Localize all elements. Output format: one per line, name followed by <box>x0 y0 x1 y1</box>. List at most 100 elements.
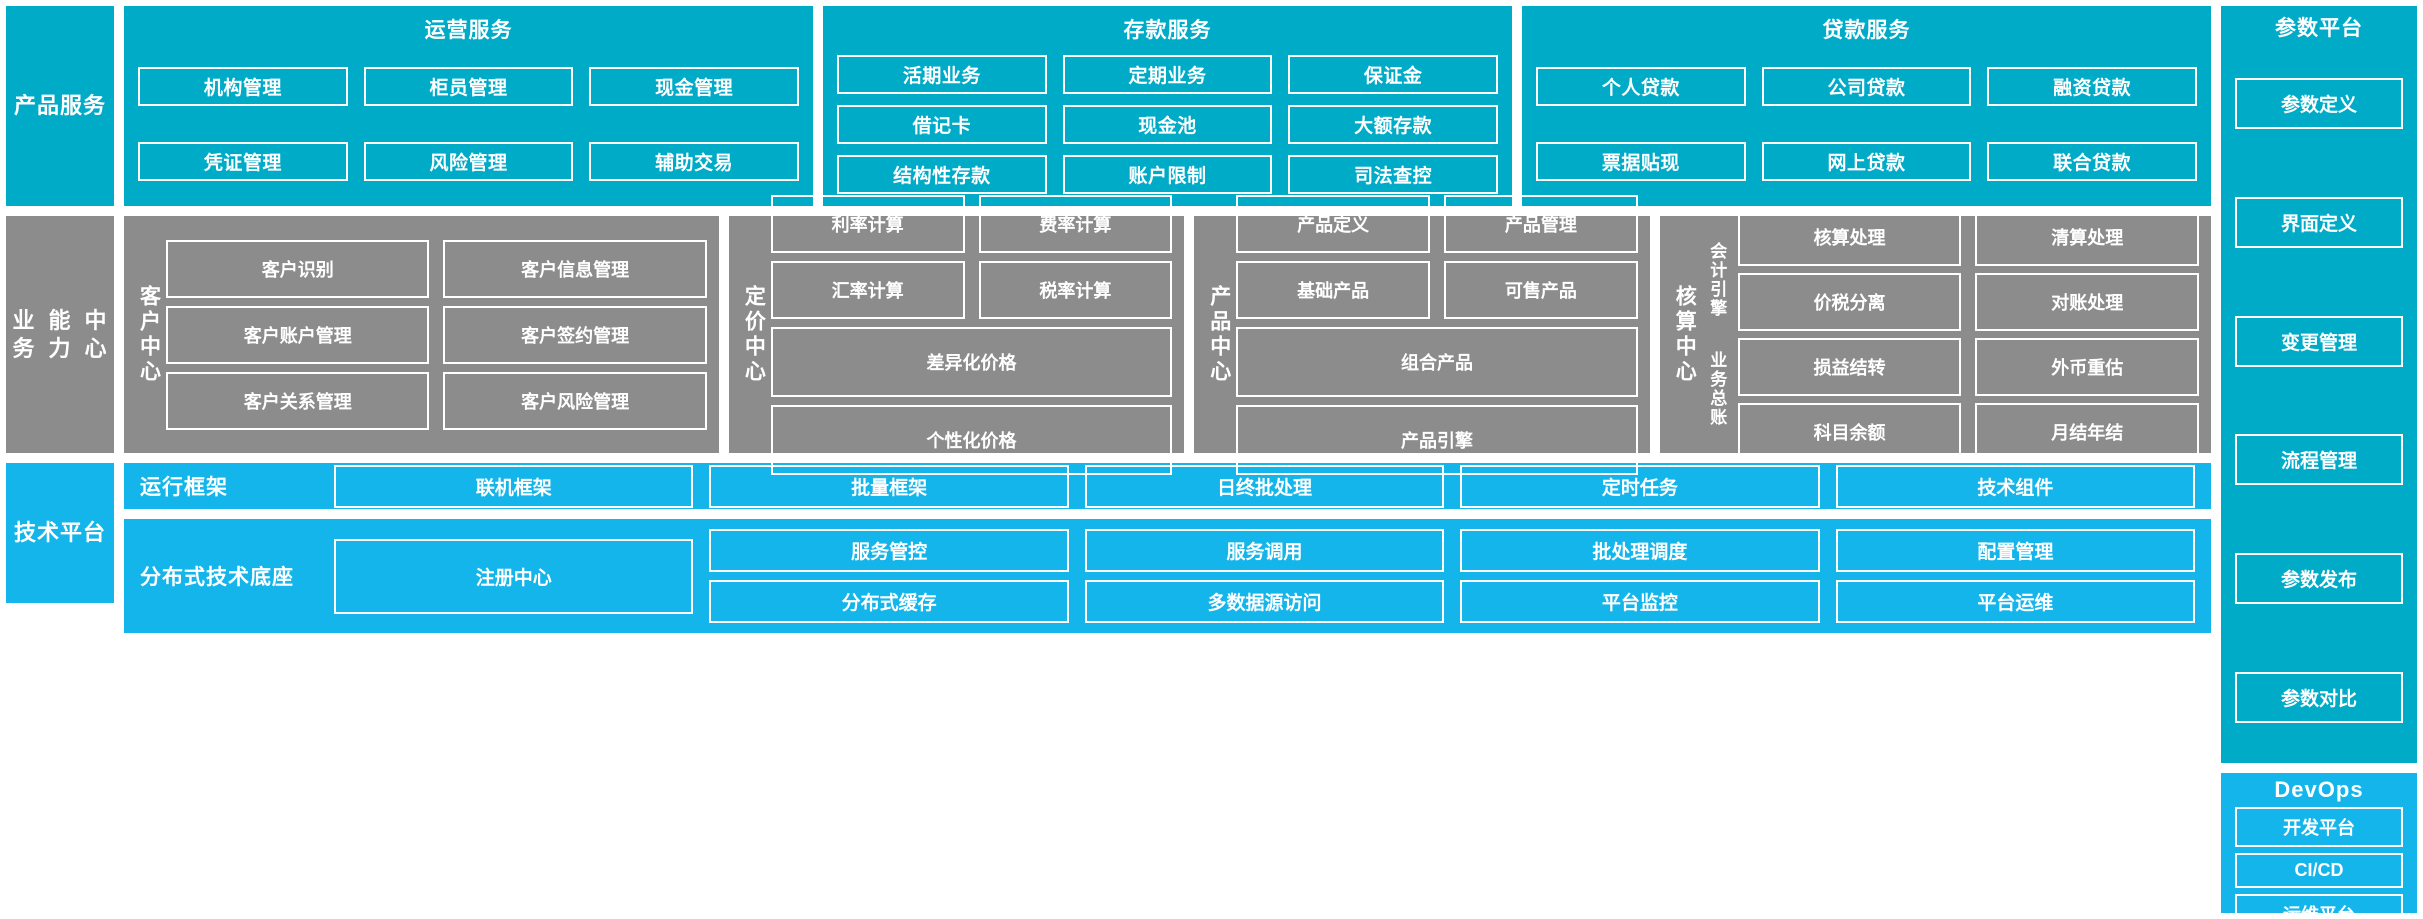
tile-month-year-end-closing[interactable]: 月结年结 <box>1975 403 2200 461</box>
tile-cash-pool[interactable]: 现金池 <box>1062 104 1273 144</box>
group-title-loan-service: 贷款服务 <box>1822 19 1911 42</box>
tile-org-management[interactable]: 机构管理 <box>138 67 348 106</box>
tile-price-tax-separation[interactable]: 价税分离 <box>1737 273 1962 331</box>
parameter-platform-items: 参数定义 界面定义 变更管理 流程管理 参数发布 参数对比 <box>2235 48 2403 753</box>
tile-structured-deposit[interactable]: 结构性存款 <box>837 154 1047 194</box>
band-label-tech-platform: 技术 平台 <box>6 463 114 603</box>
tile-interface-definition[interactable]: 界面定义 <box>2235 196 2403 248</box>
tile-service-governance[interactable]: 服务管控 <box>709 529 1069 572</box>
tile-row: 产品定义 产品管理 <box>1236 194 1638 253</box>
tile-account-balance[interactable]: 科目余额 <box>1737 403 1962 461</box>
tile-batch-scheduling[interactable]: 批处理调度 <box>1460 529 1820 572</box>
tile-customer-info-management[interactable]: 客户信息管理 <box>443 239 707 298</box>
tile-personal-loan[interactable]: 个人贷款 <box>1536 67 1746 106</box>
tile-customer-relationship-management[interactable]: 客户关系管理 <box>166 371 430 430</box>
sub-label-accounting-engine: 会计引擎 <box>1707 242 1727 319</box>
accounting-sub-labels: 会计引擎 业务总账 <box>1702 226 1732 443</box>
tile-settlement-processing[interactable]: 清算处理 <box>1975 208 2200 266</box>
tile-interest-rate-calc[interactable]: 利率计算 <box>770 194 965 253</box>
band-product-service: 产品 服务 运营服务 机构管理 柜员管理 现金管理 凭证管理 风 <box>6 6 2211 206</box>
tile-differentiated-price[interactable]: 差异化价格 <box>770 326 1173 397</box>
tile-financing-loan[interactable]: 融资贷款 <box>1987 67 2198 106</box>
tile-tech-component[interactable]: 技术组件 <box>1835 464 2196 508</box>
tile-sellable-product[interactable]: 可售产品 <box>1444 260 1638 319</box>
band-label-line-2: 平台 <box>60 520 107 546</box>
tile-product-definition[interactable]: 产品定义 <box>1236 194 1431 253</box>
tech-cells: 注册中心 服务管控 分布式缓存 服务调用 多数据源访问 批处 <box>334 529 2196 623</box>
panel-title-devops: DevOps <box>2274 777 2364 802</box>
tile-customer-account-management[interactable]: 客户账户管理 <box>166 305 430 364</box>
band-label-business-capability: 业务 能力 中心 <box>6 216 114 453</box>
center-body-product: 产品定义 产品管理 基础产品 可售产品 组合产品 产品引擎 <box>1236 194 1638 475</box>
tile-operations-platform[interactable]: 运维平台 <box>2235 894 2403 919</box>
tile-row: 客户关系管理 客户风险管理 <box>166 371 707 430</box>
tile-account-restriction[interactable]: 账户限制 <box>1062 154 1273 194</box>
tile-batch-framework[interactable]: 批量框架 <box>709 464 1069 508</box>
tile-process-management[interactable]: 流程管理 <box>2235 434 2403 486</box>
tile-configuration-management[interactable]: 配置管理 <box>1835 529 2196 572</box>
tile-online-loan[interactable]: 网上贷款 <box>1761 142 1972 181</box>
tech-col: 批量框架 <box>709 464 1069 508</box>
tile-change-management[interactable]: 变更管理 <box>2235 315 2403 367</box>
tile-tax-rate-calc[interactable]: 税率计算 <box>978 260 1173 319</box>
tile-online-framework[interactable]: 联机框架 <box>334 464 694 508</box>
tile-row: 价税分离 对账处理 <box>1737 273 2200 331</box>
center-body-customer: 客户识别 客户信息管理 客户账户管理 客户签约管理 客户关系管理 客户风险管理 <box>166 226 707 443</box>
tile-ci-cd[interactable]: CI/CD <box>2235 853 2403 888</box>
tech-platform-rows: 运行框架 联机框架 批量框架 日终批处理 <box>124 463 2211 633</box>
tile-product-engine[interactable]: 产品引擎 <box>1236 404 1638 475</box>
tile-registry-center[interactable]: 注册中心 <box>334 538 694 614</box>
group-title-operation-service: 运营服务 <box>424 19 513 42</box>
tile-customer-risk-management[interactable]: 客户风险管理 <box>443 371 707 430</box>
tile-multi-datasource-access[interactable]: 多数据源访问 <box>1084 580 1445 623</box>
tile-row: 利率计算 费率计算 <box>770 194 1173 253</box>
tile-platform-operations[interactable]: 平台运维 <box>1835 580 2196 623</box>
tile-row: 基础产品 可售产品 <box>1236 260 1638 319</box>
tile-scheduled-task[interactable]: 定时任务 <box>1460 464 1820 508</box>
tile-row: 票据贴现 网上贷款 联合贷款 <box>1536 142 2198 181</box>
tile-parameter-definition[interactable]: 参数定义 <box>2235 77 2403 129</box>
tile-composite-product[interactable]: 组合产品 <box>1236 326 1638 397</box>
tile-row: 借记卡 现金池 大额存款 <box>837 104 1499 144</box>
tile-joint-loan[interactable]: 联合贷款 <box>1987 142 2198 181</box>
tile-auxiliary-transaction[interactable]: 辅助交易 <box>589 142 800 181</box>
tile-debit-card[interactable]: 借记卡 <box>837 104 1047 144</box>
tile-distributed-cache[interactable]: 分布式缓存 <box>709 580 1069 623</box>
tile-judicial-control[interactable]: 司法查控 <box>1288 154 1499 194</box>
tile-accounting-processing[interactable]: 核算处理 <box>1737 208 1962 266</box>
tile-bill-discount[interactable]: 票据贴现 <box>1536 142 1746 181</box>
tile-margin-deposit[interactable]: 保证金 <box>1288 54 1499 94</box>
band-tech-platform: 技术 平台 运行框架 联机框架 批量框架 <box>6 463 2211 633</box>
tile-development-platform[interactable]: 开发平台 <box>2235 807 2403 847</box>
tile-customer-identification[interactable]: 客户识别 <box>166 239 430 298</box>
tile-customer-contract-management[interactable]: 客户签约管理 <box>443 305 707 364</box>
tile-time-business[interactable]: 定期业务 <box>1062 54 1273 94</box>
tile-reconciliation-processing[interactable]: 对账处理 <box>1975 273 2200 331</box>
center-product: 产品中心 产品定义 产品管理 基础产品 可售产品 组合产品 <box>1194 194 1650 475</box>
tile-product-management[interactable]: 产品管理 <box>1444 194 1638 253</box>
tech-col: 批处理调度 平台监控 <box>1460 529 1820 623</box>
tile-large-deposit[interactable]: 大额存款 <box>1288 104 1499 144</box>
tech-col: 定时任务 <box>1460 464 1820 508</box>
tile-teller-management[interactable]: 柜员管理 <box>363 67 574 106</box>
tile-basic-product[interactable]: 基础产品 <box>1236 260 1431 319</box>
tile-personalized-price[interactable]: 个性化价格 <box>770 404 1173 475</box>
tile-cash-management[interactable]: 现金管理 <box>589 67 800 106</box>
center-body-pricing: 利率计算 费率计算 汇率计算 税率计算 差异化价格 个性化价格 <box>770 194 1173 475</box>
tile-service-invocation[interactable]: 服务调用 <box>1084 529 1445 572</box>
tile-fee-rate-calc[interactable]: 费率计算 <box>978 194 1173 253</box>
tile-corporate-loan[interactable]: 公司贷款 <box>1761 67 1972 106</box>
tile-parameter-compare[interactable]: 参数对比 <box>2235 672 2403 724</box>
tile-platform-monitoring[interactable]: 平台监控 <box>1460 580 1820 623</box>
center-body-accounting: 会计引擎 业务总账 核算处理 清算处理 价税分离 对账处理 <box>1702 208 2200 461</box>
tile-risk-management[interactable]: 风险管理 <box>363 142 574 181</box>
tile-profit-loss-carryover[interactable]: 损益结转 <box>1737 338 1962 396</box>
tile-exchange-rate-calc[interactable]: 汇率计算 <box>770 260 965 319</box>
tile-row: 差异化价格 <box>770 326 1173 397</box>
tile-voucher-management[interactable]: 凭证管理 <box>138 142 348 181</box>
tile-end-of-day-batch[interactable]: 日终批处理 <box>1084 464 1445 508</box>
tile-parameter-publish[interactable]: 参数发布 <box>2235 553 2403 605</box>
tile-foreign-currency-revaluation[interactable]: 外币重估 <box>1975 338 2200 396</box>
tile-demand-business[interactable]: 活期业务 <box>837 54 1047 94</box>
tech-col: 日终批处理 <box>1084 464 1445 508</box>
